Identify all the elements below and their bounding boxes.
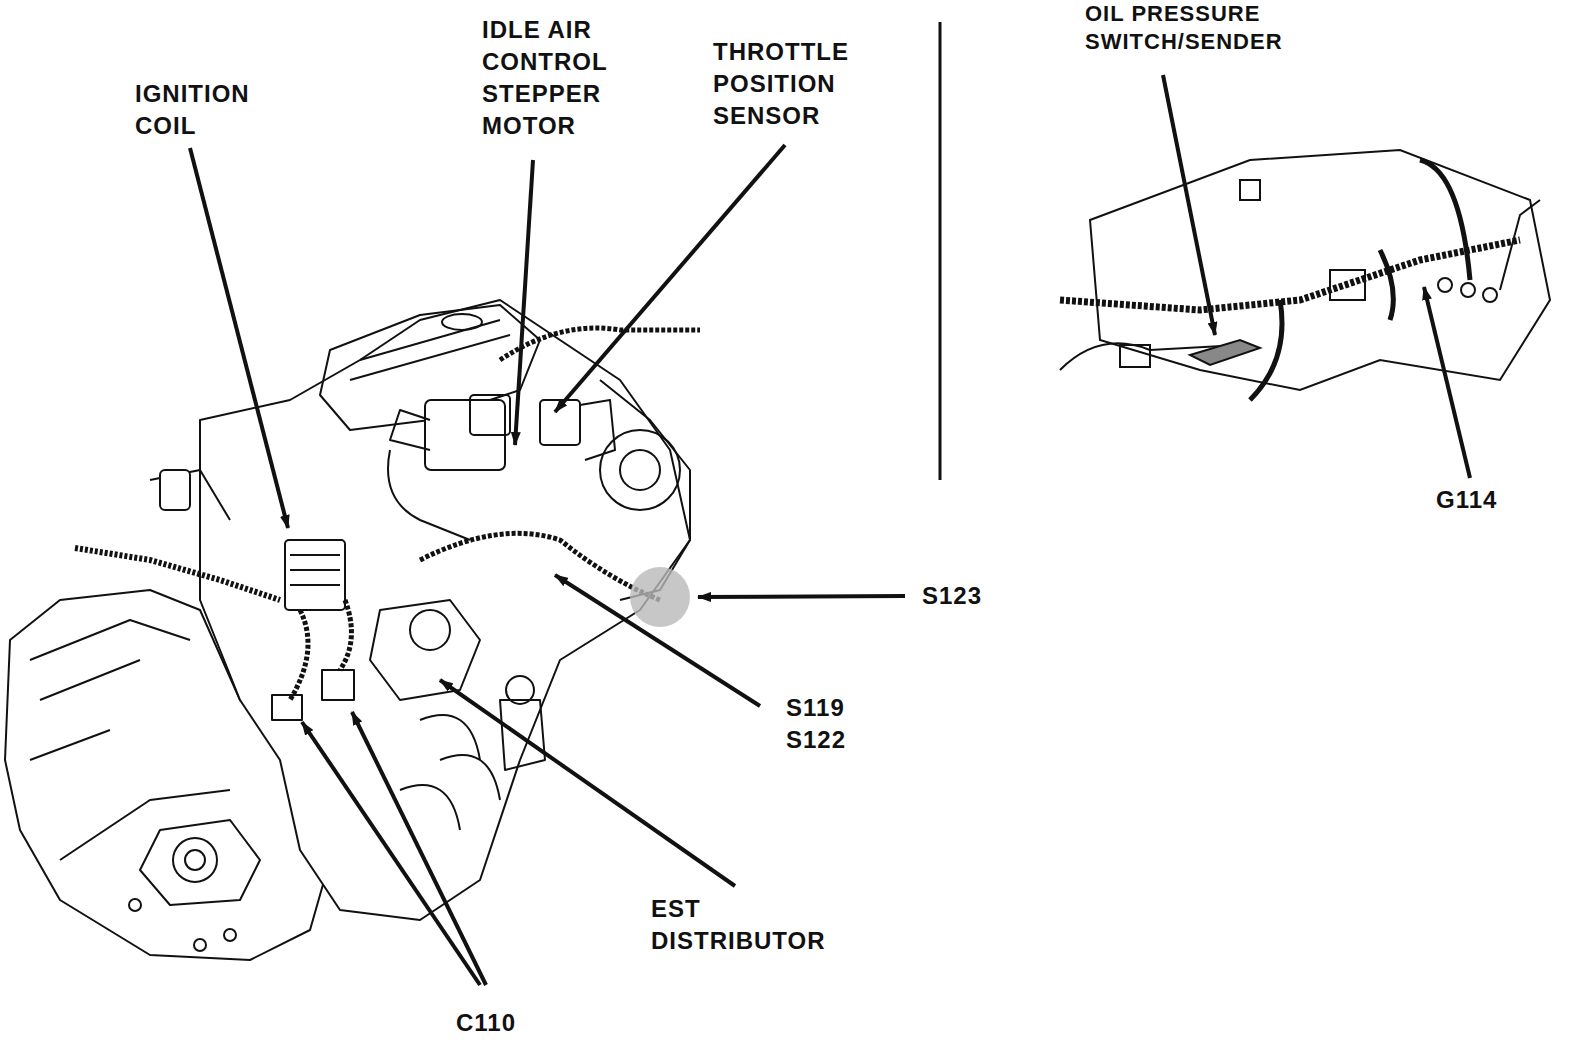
part-label: IGNITION COIL <box>135 78 275 142</box>
callout-number: G114 <box>1436 484 1516 516</box>
callout-number: S119 <box>786 692 866 724</box>
part-label: EST DISTRIBUTOR <box>651 893 851 957</box>
part-label: IDLE AIR CONTROL STEPPER MOTOR <box>482 14 612 142</box>
part-label: THROTTLE POSITION SENSOR <box>713 36 873 132</box>
callout-number: S122 <box>786 724 866 756</box>
part-label: OIL PRESSURE SWITCH/SENDER <box>1085 0 1310 56</box>
callout-number: S123 <box>922 580 1002 612</box>
callout-number: C110 <box>456 1007 536 1039</box>
